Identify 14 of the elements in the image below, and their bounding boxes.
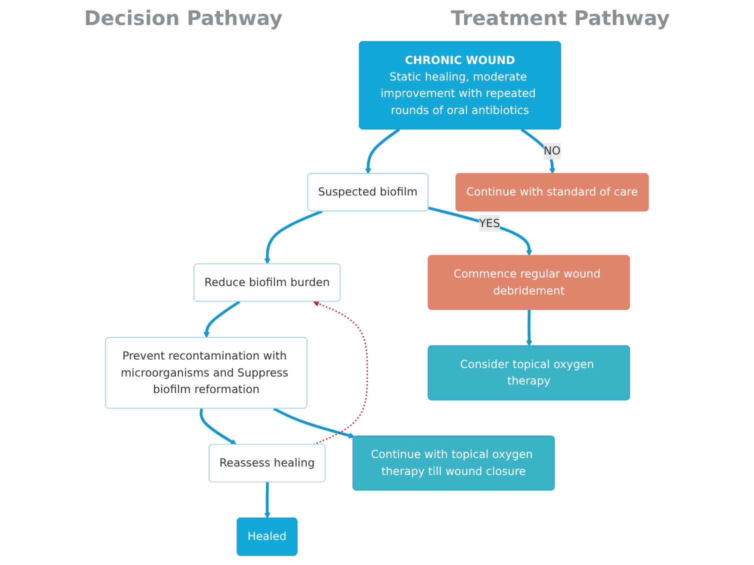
arrow xyxy=(264,210,323,264)
arrow xyxy=(520,128,556,174)
arrow xyxy=(200,408,237,445)
column-heading: Decision Pathway xyxy=(84,6,283,30)
arrow xyxy=(526,310,532,346)
edge-label: NO xyxy=(544,144,561,158)
edge-label: YES xyxy=(479,216,500,230)
arrow xyxy=(428,206,532,256)
arrow xyxy=(273,407,355,439)
arrow xyxy=(313,300,368,446)
arrow xyxy=(365,128,400,174)
arrow xyxy=(203,300,240,338)
arrow xyxy=(264,482,270,519)
column-heading: Treatment Pathway xyxy=(450,6,670,30)
